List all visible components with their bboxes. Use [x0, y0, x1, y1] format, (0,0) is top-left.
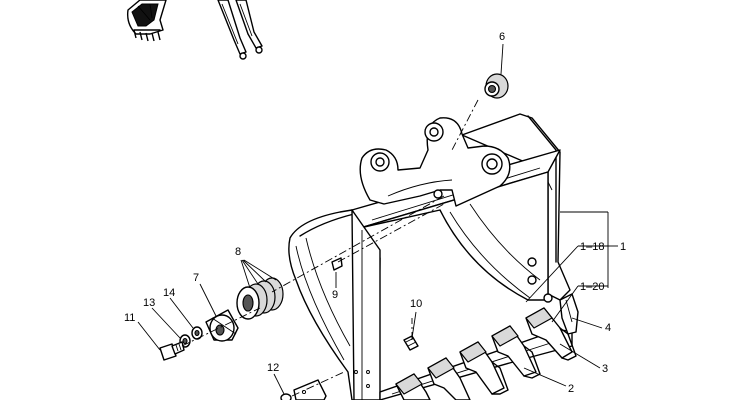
callout-14: 14 [163, 287, 175, 299]
bolt-part-11[interactable] [159, 341, 185, 361]
side-cutter[interactable] [559, 293, 579, 335]
center-lines [181, 99, 479, 397]
callout-2: 2 [568, 383, 574, 395]
callout-9: 9 [332, 289, 338, 301]
nut-part-12[interactable] [280, 393, 292, 400]
callout-10: 10 [410, 298, 422, 310]
callout-7: 7 [193, 272, 199, 284]
callout-12: 12 [267, 362, 279, 374]
callout-6: 6 [499, 31, 505, 43]
tooth-4[interactable] [427, 357, 471, 400]
callout-4: 4 [605, 322, 611, 334]
callout-3: 3 [602, 363, 608, 375]
callout-13: 13 [143, 297, 155, 309]
callout-11: 11 [124, 312, 135, 324]
bucket-teeth[interactable] [395, 293, 579, 400]
tooth-1[interactable] [525, 307, 577, 361]
callout-1: 1 [620, 241, 626, 253]
bolt-part-10[interactable] [403, 335, 419, 351]
callout-8: 8 [235, 246, 241, 258]
tooth-3[interactable] [459, 341, 509, 395]
bucket-thumbnail-icon[interactable] [126, 0, 167, 42]
flange-part-7[interactable] [205, 309, 239, 342]
shims-part-8[interactable] [236, 277, 284, 320]
bushing-part-6[interactable] [484, 73, 509, 99]
tooth-2[interactable] [491, 325, 541, 379]
leader-lines [137, 43, 618, 395]
arm-thumbnail-icon[interactable] [217, 0, 263, 60]
callout-1-20: 1–20 [580, 281, 604, 293]
tooth-5[interactable] [395, 373, 431, 400]
callout-1-18: 1–18 [580, 241, 604, 253]
callout-labels: 6 8 7 14 13 11 9 10 12 1–18 1 1–20 4 3 2 [124, 31, 626, 395]
